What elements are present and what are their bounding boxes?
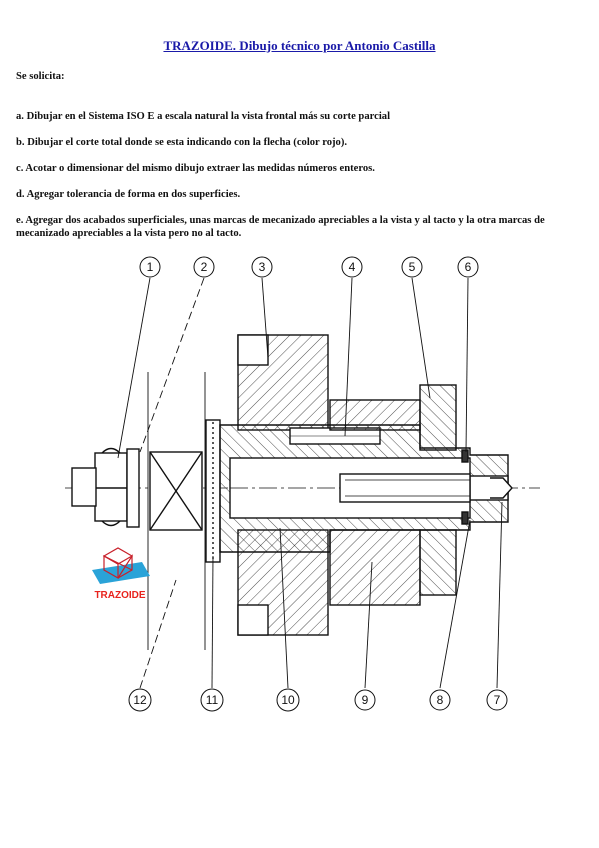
svg-text:7: 7 — [494, 693, 501, 707]
instruction-e: e. Agregar dos acabados superficiales, u… — [16, 215, 545, 239]
logo-cube-icon — [102, 547, 134, 580]
instruction-b: b. Dibujar el corte total donde se esta … — [16, 137, 348, 148]
sleeve — [329, 399, 421, 431]
retaining-ring-upper — [461, 449, 469, 463]
instruction-c: c. Acotar o dimensionar del mismo dibujo… — [16, 163, 375, 174]
instruction-a: a. Dibujar en el Sistema ISO E a escala … — [16, 111, 391, 122]
bolt-end — [71, 467, 97, 507]
svg-text:11: 11 — [206, 693, 219, 707]
svg-text:TRAZOIDE: TRAZOIDE — [94, 590, 145, 601]
svg-text:6: 6 — [465, 260, 472, 274]
svg-text:5: 5 — [409, 260, 416, 274]
collar-upper — [419, 384, 457, 451]
callout-4: 4 — [341, 256, 363, 278]
callout-5: 5 — [401, 256, 423, 278]
flange — [205, 419, 221, 563]
collar-lower — [419, 529, 457, 596]
intro-text: Se solicita: — [16, 71, 65, 82]
svg-text:9: 9 — [362, 693, 369, 707]
svg-text:3: 3 — [259, 260, 266, 274]
callout-3: 3 — [251, 256, 273, 278]
svg-text:12: 12 — [133, 693, 147, 707]
assembly-section — [65, 334, 540, 650]
trazoide-logo: TRAZOIDE — [92, 547, 150, 601]
svg-text:1: 1 — [147, 260, 154, 274]
callout-8: 8 — [429, 689, 451, 711]
callout-9: 9 — [354, 689, 376, 711]
callout-11: 11 — [200, 688, 224, 712]
washer — [126, 448, 140, 528]
instruction-d: d. Agregar tolerancia de forma en dos su… — [16, 189, 241, 200]
svg-text:4: 4 — [349, 260, 356, 274]
callout-6: 6 — [457, 256, 479, 278]
leader-lines — [117, 277, 503, 689]
retaining-ring-lower — [461, 511, 469, 525]
callout-2: 2 — [193, 256, 215, 278]
callout-1: 1 — [139, 256, 161, 278]
callout-10: 10 — [276, 688, 300, 712]
callouts-top: 1 2 3 4 5 6 — [139, 256, 479, 278]
svg-text:2: 2 — [201, 260, 208, 274]
callout-12: 12 — [128, 688, 152, 712]
callouts-bottom: 12 11 10 9 8 7 — [128, 688, 508, 712]
hex-nut — [94, 452, 128, 522]
svg-text:8: 8 — [437, 693, 444, 707]
callout-7: 7 — [486, 689, 508, 711]
page-title: TRAZOIDE. Dibujo técnico por Antonio Cas… — [163, 38, 436, 53]
technical-drawing: 1 2 3 4 5 6 12 11 10 9 8 7 TRAZOIDE — [65, 256, 540, 712]
svg-text:10: 10 — [281, 693, 295, 707]
